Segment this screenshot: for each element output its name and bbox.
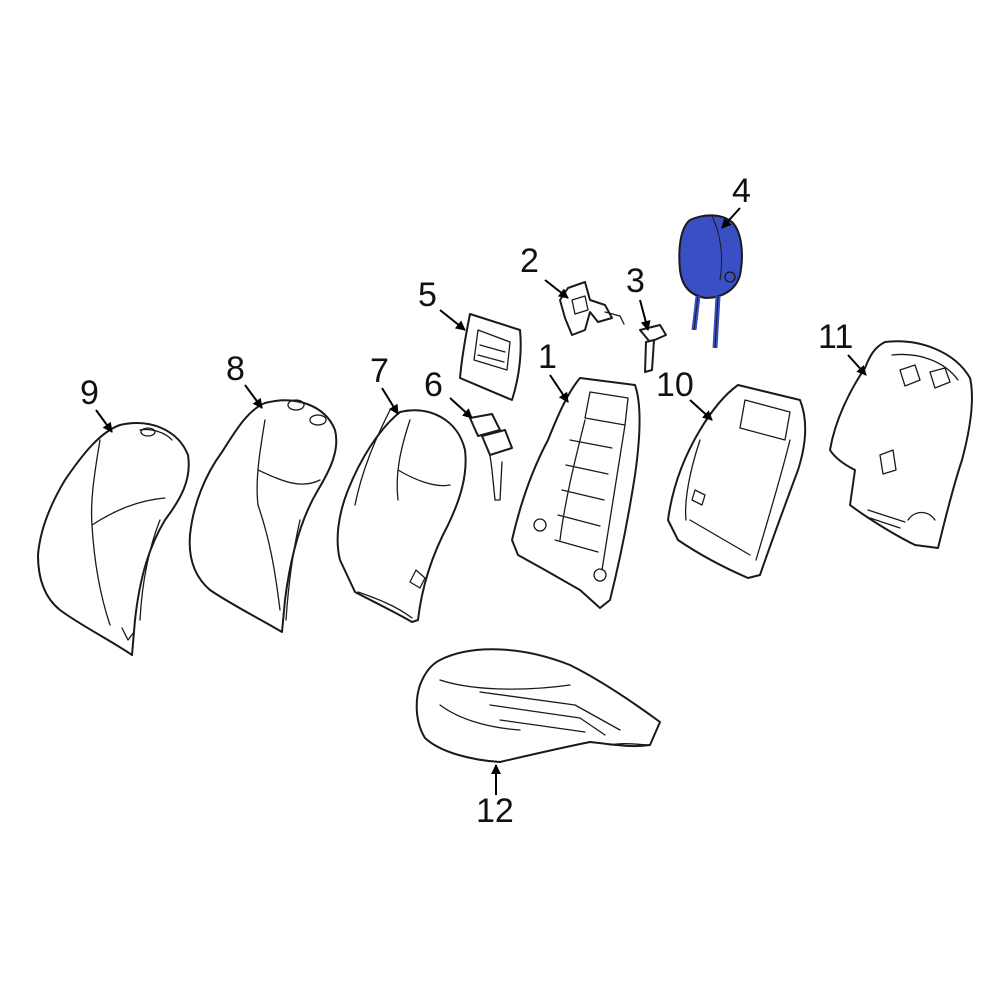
part-4-headrest[interactable] — [678, 214, 743, 349]
callout-labels: 1 2 3 4 5 6 7 8 9 10 11 12 — [80, 172, 853, 830]
part-3-guide-sleeve[interactable] — [639, 324, 667, 373]
leader-11 — [847, 354, 867, 376]
part-1-backrest-frame[interactable] — [511, 377, 641, 609]
part-9-backrest-cover[interactable] — [37, 422, 190, 656]
part-12-seat-cushion[interactable] — [415, 648, 661, 763]
part-8-backrest-cushion[interactable] — [188, 399, 338, 633]
leader-5 — [439, 309, 466, 331]
part-11-back-trim[interactable] — [829, 340, 973, 549]
leader-2 — [544, 279, 569, 299]
callout-11: 11 — [818, 318, 853, 356]
leader-3 — [639, 299, 651, 331]
leader-9 — [95, 409, 113, 433]
callout-10: 10 — [656, 366, 694, 404]
callout-4: 4 — [732, 172, 751, 210]
leader-1 — [549, 374, 569, 403]
part-10-rear-panel[interactable] — [667, 384, 807, 579]
callout-7: 7 — [370, 352, 389, 390]
callout-1: 1 — [538, 338, 557, 376]
callout-8: 8 — [226, 350, 245, 388]
callout-9: 9 — [80, 374, 99, 412]
callout-6: 6 — [424, 366, 443, 404]
leader-6 — [449, 397, 473, 419]
part-2-headrest-guide[interactable] — [559, 281, 625, 336]
part-6-bracket[interactable] — [469, 413, 513, 501]
part-7-backrest-pad[interactable] — [336, 409, 467, 623]
callout-5: 5 — [418, 276, 437, 314]
leader-4 — [721, 207, 741, 229]
leader-7 — [381, 387, 399, 415]
leader-arrows — [95, 207, 867, 795]
callout-3: 3 — [626, 262, 645, 300]
leader-8 — [244, 384, 263, 409]
leader-10 — [689, 399, 713, 421]
callout-12: 12 — [476, 792, 514, 830]
callout-2: 2 — [520, 242, 539, 280]
part-5-back-panel[interactable] — [459, 313, 522, 401]
